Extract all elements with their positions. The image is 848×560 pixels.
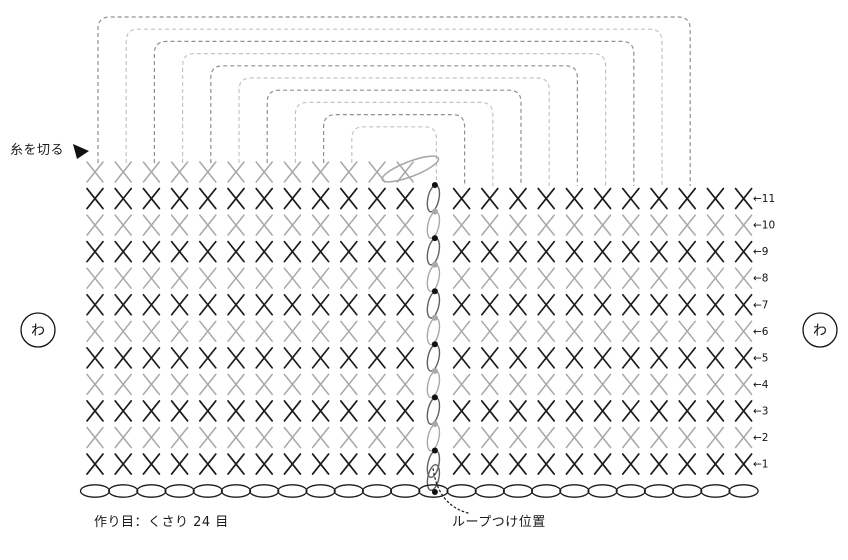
svg-text:←6: ←6 [753,326,769,338]
cut-yarn-label: 糸を切る [10,143,65,158]
stitch-row-8 [86,267,753,289]
foundation-chain [79,484,759,498]
svg-text:←3: ←3 [753,405,768,417]
svg-text:←10: ←10 [753,220,775,232]
svg-text:←4: ←4 [753,379,769,391]
stitch-row-top [86,161,414,183]
loop-position-leader [432,467,469,514]
stitch-row-7 [86,293,753,316]
svg-text:わ: わ [813,323,827,339]
svg-text:←2: ←2 [753,432,768,444]
stitch-row-6 [86,320,753,343]
row-numbers: ←11 ←10 ←9 ←8 ←7 ←6 ←5 ←4 ←3 ←2 ←1 [753,193,775,471]
stitch-row-5 [86,347,753,369]
stitch-row-3 [86,400,753,422]
stitch-row-10 [86,214,753,236]
foundation-chain-label: 作り目：くさり 24 目 [94,515,229,530]
cut-yarn-arrow-icon [73,144,89,159]
svg-text:わ: わ [31,323,45,339]
ring-symbol-right: わ [802,312,838,348]
stitch-row-11 [86,187,753,210]
stitch-row-1 [86,453,753,475]
svg-text:←7: ←7 [753,299,768,311]
stitch-row-2 [86,426,753,449]
loop-position-label: ループつけ位置 [452,515,546,530]
svg-text:←5: ←5 [753,352,768,364]
stitch-row-4 [86,373,753,396]
svg-text:←8: ←8 [753,273,768,285]
svg-text:←11: ←11 [753,193,775,205]
svg-text:←9: ←9 [753,246,768,258]
ring-symbol-left: わ [20,312,56,348]
loop-column [381,155,441,495]
stitch-row-9 [86,240,753,263]
yarn-loop-paths [97,16,691,186]
svg-text:←1: ←1 [753,459,768,471]
